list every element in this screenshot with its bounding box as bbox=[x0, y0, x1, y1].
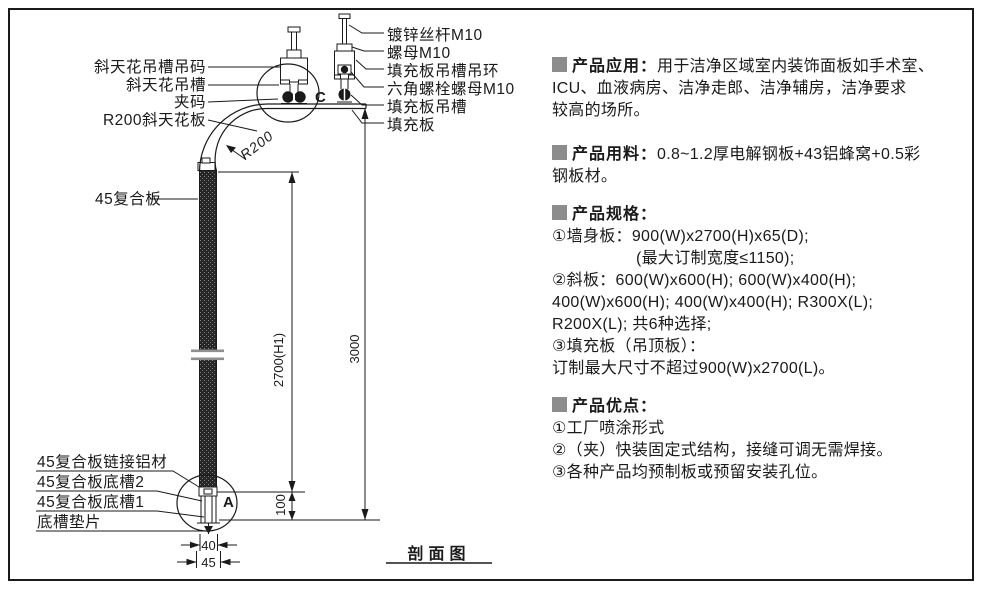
spec-line: ②斜板：600(W)x600(H); 600(W)x400(H); bbox=[552, 272, 857, 289]
detail-circle-bottom bbox=[176, 474, 238, 532]
drawing-caption: 剖面图 bbox=[407, 546, 471, 563]
label-galvanized-rod: 镀锌丝杆M10 bbox=[387, 27, 483, 44]
label-ceiling-hanger-channel: 斜天花吊槽 bbox=[125, 77, 206, 94]
leader-lines-top-right bbox=[348, 24, 384, 124]
spec-line: (最大订制宽度≤1150); bbox=[636, 250, 795, 267]
dimension-panel-height bbox=[288, 172, 296, 492]
detail-marker-c: C bbox=[315, 89, 326, 106]
section-advantages: 产品优点： ①工厂喷涂形式 ②（夹）快装固定式结构，接缝可调无需焊接。 ③各种产… bbox=[552, 396, 956, 484]
advantage-line: ③各种产品均预制板或预留安装孔位。 bbox=[552, 464, 828, 481]
section-text-line: ICU、血液病房、洁净走郎、洁净辅房，洁净要求 bbox=[552, 80, 907, 97]
dimension-base-offset bbox=[288, 492, 296, 520]
detail-marker-a: A bbox=[223, 494, 234, 511]
section-marker-icon bbox=[552, 145, 567, 160]
section-material: 产品用料：0.8~1.2厚电解钢板+43铝蜂窝+0.5彩 钢板材。 bbox=[552, 144, 956, 188]
section-text: 用于洁净区域室内装饰面板如手术室、 bbox=[657, 58, 935, 75]
dimension-base-width bbox=[177, 551, 240, 568]
label-base-channel-2: 45复合板底槽2 bbox=[37, 474, 145, 491]
section-specs: 产品规格： ①墙身板：900(W)x2700(H)x65(D); (最大订制宽度… bbox=[552, 204, 956, 380]
hanger-assembly-right bbox=[334, 13, 355, 103]
product-info-panel: 产品应用：用于洁净区域室内装饰面板如手术室、 ICU、血液病房、洁净走郎、洁净辅… bbox=[552, 56, 956, 484]
dim-panel-width: 40 bbox=[201, 538, 216, 553]
section-title: 产品规格： bbox=[572, 206, 658, 223]
label-composite-panel: 45复合板 bbox=[95, 191, 162, 208]
label-filler-channel: 填充板吊槽 bbox=[387, 99, 468, 116]
spec-line: ③填充板（吊顶板）： bbox=[552, 338, 706, 355]
label-hex-bolt-nut: 六角螺栓螺母M10 bbox=[387, 81, 515, 98]
label-nut-m10: 螺母M10 bbox=[387, 45, 451, 62]
radius-leader bbox=[226, 145, 246, 160]
dim-panel-height: 2700(H1) bbox=[271, 332, 286, 388]
dim-base-offset: 100 bbox=[273, 494, 288, 516]
label-link-aluminium: 45复合板链接铝材 bbox=[37, 454, 168, 471]
spec-line: 订制最大尺寸不超过900(W)x2700(L)。 bbox=[552, 360, 835, 377]
section-marker-icon bbox=[552, 205, 567, 220]
dimension-total-height bbox=[361, 108, 369, 520]
label-clamp-clip: 夹码 bbox=[173, 94, 206, 111]
label-base-channel-1: 45复合板底槽1 bbox=[37, 494, 145, 511]
wall-panel bbox=[191, 157, 224, 491]
reference-lines bbox=[217, 171, 380, 521]
label-r200-ceiling-panel: R200斜天花板 bbox=[102, 112, 206, 129]
spec-line: R200X(L); 共6种选择; bbox=[552, 316, 712, 333]
section-text: 0.8~1.2厚电解钢板+43铝蜂窝+0.5彩 bbox=[657, 146, 921, 163]
label-base-gasket: 底槽垫片 bbox=[37, 514, 102, 531]
advantage-line: ②（夹）快装固定式结构，接缝可调无需焊接。 bbox=[552, 442, 893, 459]
detail-circle-top bbox=[256, 63, 320, 123]
drawing-border bbox=[8, 8, 974, 581]
section-title: 产品用料： bbox=[572, 146, 658, 163]
dim-base-width: 45 bbox=[201, 555, 216, 570]
label-filler-hanger-ring: 填充板吊槽吊环 bbox=[387, 63, 500, 80]
section-marker-icon bbox=[552, 397, 567, 412]
section-marker-icon bbox=[552, 57, 567, 72]
hanger-assembly-left bbox=[280, 26, 308, 104]
section-text-line: 钢板材。 bbox=[552, 168, 618, 185]
spec-line: ①墙身板：900(W)x2700(H)x65(D); bbox=[552, 228, 809, 245]
section-title: 产品应用： bbox=[572, 58, 658, 75]
section-text-line: 较高的场所。 bbox=[552, 102, 650, 119]
label-filler-panel: 填充板 bbox=[387, 117, 436, 134]
dim-total-height: 3000 bbox=[347, 334, 362, 364]
section-application: 产品应用：用于洁净区域室内装饰面板如手术室、 ICU、血液病房、洁净走郎、洁净辅… bbox=[552, 56, 956, 122]
curved-panel bbox=[198, 103, 269, 173]
leader-lines-bottom-left bbox=[36, 470, 205, 532]
section-title: 产品优点： bbox=[572, 398, 658, 415]
base-assembly bbox=[197, 486, 220, 534]
advantage-line: ①工厂喷涂形式 bbox=[552, 420, 665, 437]
label-ceiling-hanger-clip: 斜天花吊槽吊码 bbox=[93, 59, 206, 76]
leader-lines-top-left bbox=[150, 66, 281, 200]
dimension-panel-width bbox=[181, 534, 237, 551]
spec-line: 400(W)x600(H); 400(W)x400(H); R300X(L); bbox=[552, 294, 874, 311]
